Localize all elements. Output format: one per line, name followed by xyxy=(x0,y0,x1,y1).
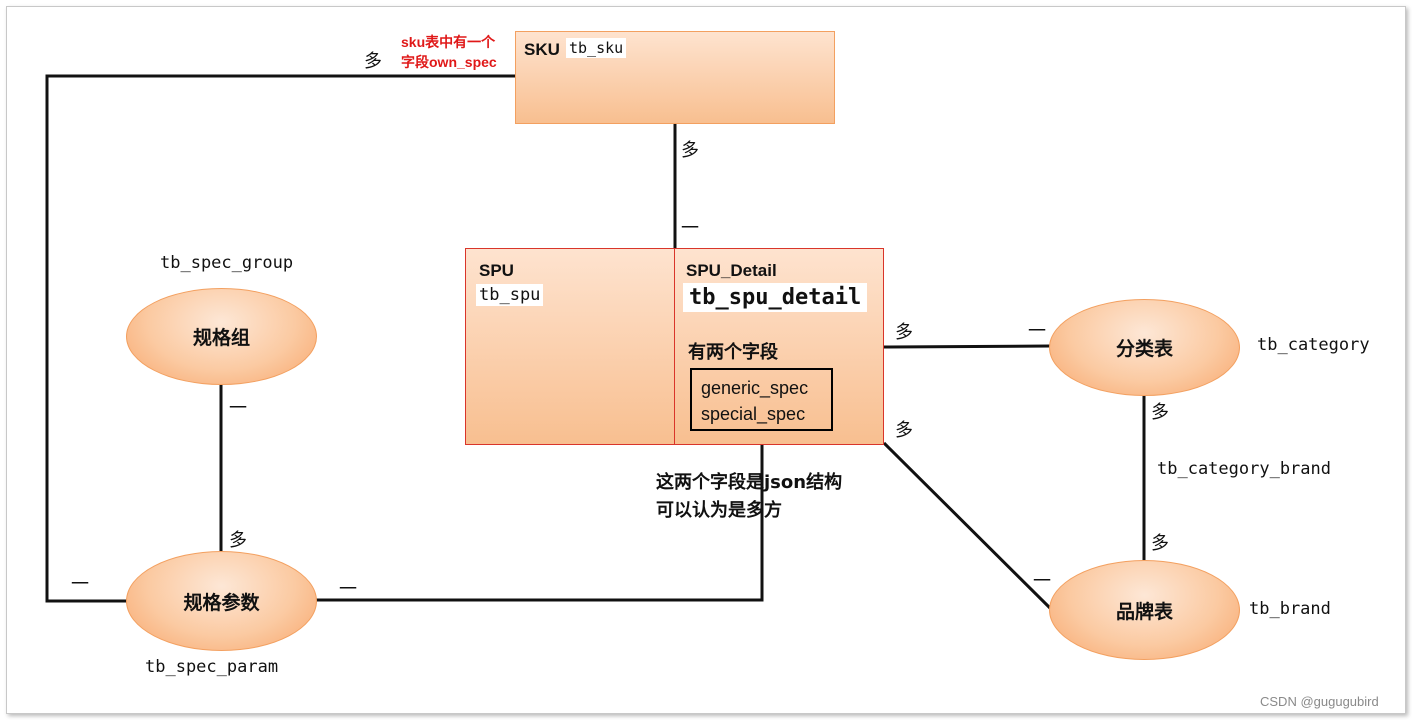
line-spec-param-spu-detail xyxy=(316,431,764,602)
spec-group-table-name: tb_spec_group xyxy=(160,253,294,273)
spec-param-label: 规格参数 xyxy=(183,591,260,614)
card-category-brand-many-bottom: 多 xyxy=(1151,533,1169,554)
json-note-line1: 这两个字段是json结构 xyxy=(656,472,843,493)
spu-divider xyxy=(674,249,675,444)
card-param-detail-one: 一 xyxy=(339,579,357,600)
spec-group-entity: 规格组 xyxy=(126,288,317,385)
sku-note-line2: 字段own_spec xyxy=(401,54,497,70)
line-sku-spec-param xyxy=(45,74,515,603)
sku-table-name: tb_sku xyxy=(566,38,627,58)
spu-detail-fields-box: generic_spec special_spec xyxy=(690,368,833,431)
card-spu-brand-many: 多 xyxy=(895,420,913,441)
spec-param-table-name: tb_spec_param xyxy=(145,657,279,677)
card-category-brand-many-top: 多 xyxy=(1151,402,1169,423)
category-table-name: tb_category xyxy=(1257,335,1370,355)
card-sku-spec-many: 多 xyxy=(364,51,382,72)
card-spu-category-many: 多 xyxy=(895,322,913,343)
sku-note-line1: sku表中有一个 xyxy=(401,34,496,50)
brand-label: 品牌表 xyxy=(1115,600,1173,623)
json-note-line2: 可以认为是多方 xyxy=(656,500,782,521)
line-spu-brand xyxy=(882,441,1052,610)
spu-detail-table-name: tb_spu_detail xyxy=(683,283,868,312)
card-group-one: 一 xyxy=(229,398,247,419)
sku-table-box xyxy=(515,31,835,124)
spu-table-name: tb_spu xyxy=(476,284,544,306)
category-brand-table-name: tb_category_brand xyxy=(1157,459,1331,479)
brand-table-name: tb_brand xyxy=(1249,599,1331,619)
spu-detail-label: SPU_Detail xyxy=(686,261,777,280)
card-sku-param-one: 一 xyxy=(71,574,89,595)
spec-group-label: 规格组 xyxy=(192,327,250,349)
watermark: CSDN @gugugubird xyxy=(1260,694,1379,709)
spu-detail-fields-title: 有两个字段 xyxy=(688,342,778,363)
card-sku-spu-one: 一 xyxy=(681,218,699,239)
card-spu-brand-one: 一 xyxy=(1033,571,1051,592)
field-special-spec: special_spec xyxy=(701,404,806,424)
card-sku-spu-many: 多 xyxy=(681,140,699,161)
field-generic-spec: generic_spec xyxy=(701,378,809,398)
spec-param-entity: 规格参数 xyxy=(126,551,317,651)
sku-label: SKU xyxy=(524,40,560,59)
card-group-param-many: 多 xyxy=(229,530,247,551)
brand-entity: 品牌表 xyxy=(1049,560,1240,660)
spu-label: SPU xyxy=(479,261,514,280)
line-spu-category xyxy=(883,344,1051,349)
card-spu-category-one: 一 xyxy=(1028,321,1046,342)
category-entity: 分类表 xyxy=(1049,299,1240,396)
category-label: 分类表 xyxy=(1115,338,1173,360)
